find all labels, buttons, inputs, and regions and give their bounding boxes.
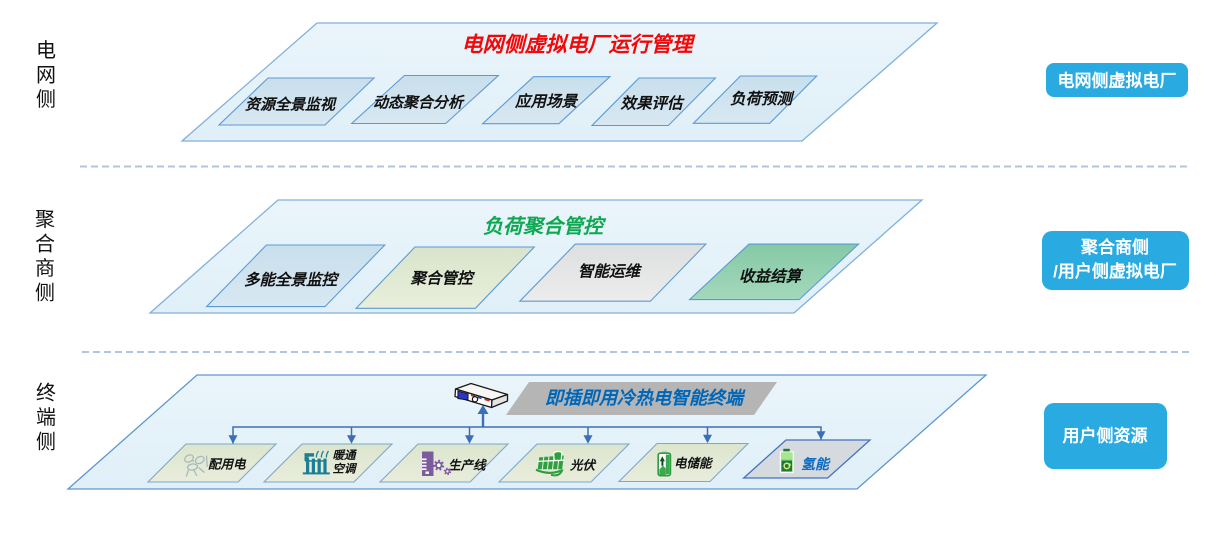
svg-text:即插即用冷热电智能终端: 即插即用冷热电智能终端 xyxy=(545,388,746,408)
svg-text:生产线: 生产线 xyxy=(448,459,487,473)
svg-text:动态聚合分析: 动态聚合分析 xyxy=(373,94,465,112)
svg-text:电: 电 xyxy=(36,39,56,62)
svg-text:电网侧虚拟电厂运行管理: 电网侧虚拟电厂运行管理 xyxy=(462,33,696,57)
svg-text:网: 网 xyxy=(36,65,56,87)
svg-text:负荷预测: 负荷预测 xyxy=(730,90,795,108)
svg-text:多能全景监控: 多能全景监控 xyxy=(244,271,340,289)
svg-text:电储能: 电储能 xyxy=(674,457,713,471)
svg-text:侧: 侧 xyxy=(36,431,56,454)
svg-text:效果评估: 效果评估 xyxy=(620,95,685,113)
svg-text:智能运维: 智能运维 xyxy=(578,263,643,281)
svg-text:应用场景: 应用场景 xyxy=(514,93,579,111)
svg-text:商: 商 xyxy=(35,257,55,280)
svg-text:聚: 聚 xyxy=(35,209,55,231)
svg-text:终: 终 xyxy=(36,382,56,405)
svg-text:侧: 侧 xyxy=(35,282,55,305)
svg-text:空调: 空调 xyxy=(333,462,358,476)
svg-text:用户侧资源: 用户侧资源 xyxy=(1063,426,1148,446)
svg-text:收益结算: 收益结算 xyxy=(739,268,804,286)
svg-text:光伏: 光伏 xyxy=(569,459,597,473)
svg-text:聚合商侧: 聚合商侧 xyxy=(1080,237,1149,257)
svg-text:电网侧虚拟电厂: 电网侧虚拟电厂 xyxy=(1058,71,1177,91)
svg-text:聚合管控: 聚合管控 xyxy=(409,270,475,288)
svg-text:配用电: 配用电 xyxy=(208,458,247,472)
svg-text:侧: 侧 xyxy=(36,88,56,111)
svg-text:合: 合 xyxy=(35,233,55,256)
svg-text:/用户侧虚拟电厂: /用户侧虚拟电厂 xyxy=(1053,261,1177,281)
svg-text:端: 端 xyxy=(36,406,56,429)
svg-text:负荷聚合管控: 负荷聚合管控 xyxy=(483,215,607,238)
svg-text:氢能: 氢能 xyxy=(801,456,831,472)
svg-text:资源全景监视: 资源全景监视 xyxy=(245,96,337,114)
svg-text:暖通: 暖通 xyxy=(333,449,358,462)
